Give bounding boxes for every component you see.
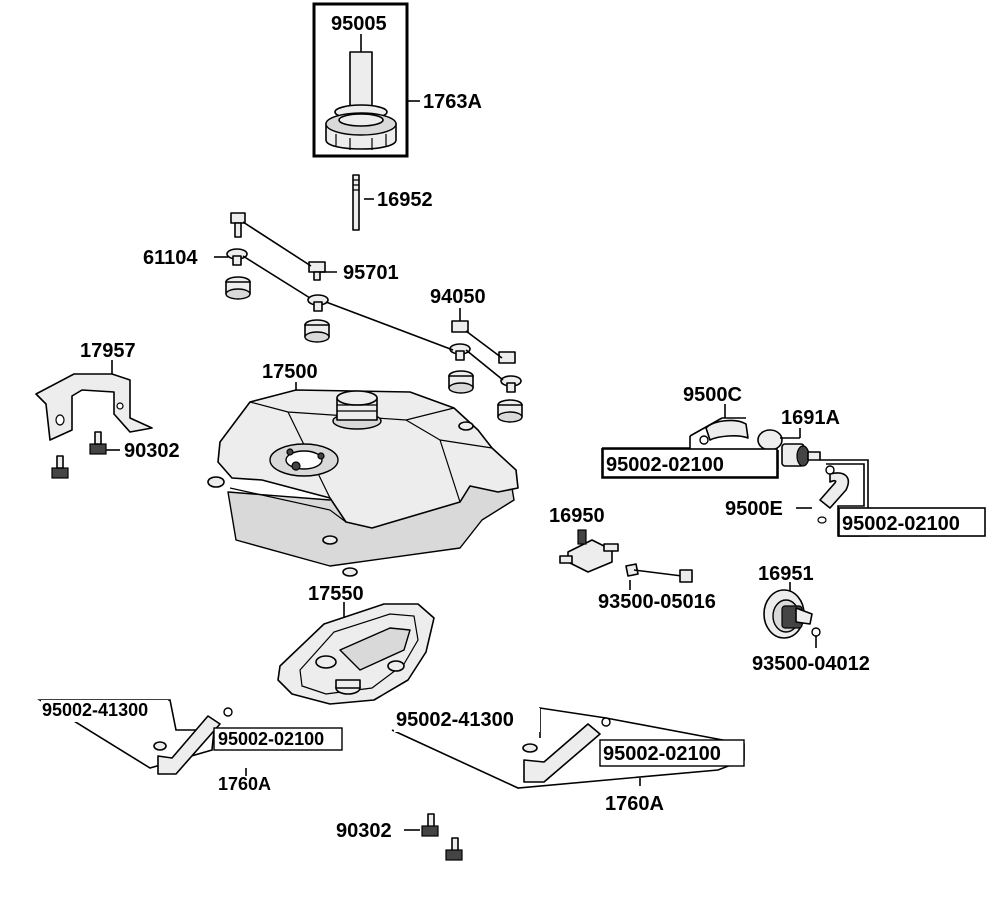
label-90302-bracket: 90302 (124, 440, 180, 462)
gauge-rod (352, 174, 374, 231)
tank-tray (277, 602, 435, 705)
bottom-bolts (404, 813, 463, 861)
label-17500: 17500 (262, 361, 318, 383)
fuel-pump-group (601, 404, 869, 537)
label-16952: 16952 (377, 189, 433, 211)
tank-bracket (35, 360, 153, 479)
label-94050: 94050 (430, 286, 486, 308)
label-95005: 95005 (331, 13, 387, 35)
fuel-tank (207, 382, 519, 577)
label-95701: 95701 (343, 262, 399, 284)
label-16951: 16951 (758, 563, 814, 585)
label-1691A: 1691A (781, 407, 840, 429)
label-93500-05016: 93500-05016 (598, 591, 716, 613)
label-95002-02100-lower: 95002-02100 (842, 513, 960, 535)
label-9500C: 9500C (683, 384, 742, 406)
label-90302-bottom: 90302 (336, 820, 392, 842)
label-95002-02100-left: 95002-02100 (218, 729, 324, 749)
label-93500-04012: 93500-04012 (752, 653, 870, 675)
fuel-cap-assembly (312, 2, 420, 158)
label-1760A-left: 1760A (218, 774, 271, 794)
label-61104: 61104 (143, 247, 198, 269)
label-17957: 17957 (80, 340, 136, 362)
label-17550: 17550 (308, 583, 364, 605)
label-95002-02100-right: 95002-02100 (603, 743, 721, 765)
label-95002-41300-left: 95002-41300 (42, 700, 148, 720)
label-95002-41300-right: 95002-41300 (396, 709, 514, 731)
fuel-valve (559, 529, 693, 590)
right-drain-hose-group (391, 707, 745, 789)
label-95002-02100-upper: 95002-02100 (606, 454, 724, 476)
label-16950: 16950 (549, 505, 605, 527)
gauge-stem (349, 51, 373, 111)
label-1760A-right: 1760A (605, 793, 664, 815)
label-9500E: 9500E (725, 498, 783, 520)
label-1763A: 1763A (423, 91, 482, 113)
mounting-hardware (214, 212, 523, 423)
fuel-sender (763, 582, 821, 648)
